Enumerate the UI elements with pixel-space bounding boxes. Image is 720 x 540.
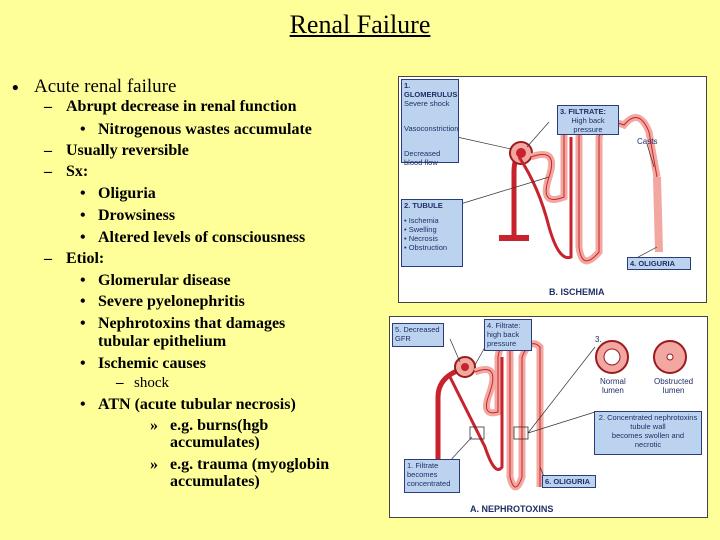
- obstructed-lumen-core: [666, 353, 674, 361]
- pointer-line: [527, 346, 596, 434]
- outline-item: Glomerular disease: [98, 272, 231, 289]
- step-three-label: 3.: [595, 335, 602, 344]
- outline-item: Ischemic causes: [98, 355, 206, 372]
- outline-item: Altered levels of consciousness: [98, 229, 306, 246]
- raquo-mark: »: [150, 417, 158, 434]
- outline-item: tubular epithelium: [98, 333, 227, 350]
- bullet-mark: •: [80, 293, 86, 310]
- bullet-mark: •: [80, 396, 86, 413]
- bullet-mark: •: [80, 229, 86, 246]
- tubule-label: 2. TUBULE • Ischemia • Swelling • Necros…: [401, 199, 463, 267]
- pointer-line: [449, 338, 461, 363]
- dash-mark: –: [44, 142, 52, 159]
- pointer-line: [474, 346, 486, 366]
- outline-item: Severe pyelonephritis: [98, 293, 245, 310]
- dash-mark: –: [44, 163, 52, 180]
- concentrated-nephrotoxins-label: 2. Concentrated nephrotoxins tubule wall…: [594, 411, 702, 455]
- outline-item: Sx:: [66, 163, 89, 180]
- artery-base: [499, 235, 529, 241]
- artery-path: [511, 150, 523, 237]
- outline-item: Etiol:: [66, 250, 105, 267]
- page-title: Renal Failure: [289, 10, 431, 39]
- oliguria-label: 6. OLIGURIA: [542, 475, 596, 488]
- pointer-line: [526, 121, 550, 148]
- glomerulus-label: 1. GLOMERULUS Severe shock Vasoconstrict…: [401, 79, 459, 167]
- glomerulus-core: [461, 363, 469, 371]
- pointer-line: [527, 411, 596, 434]
- nephrotoxins-caption: A. NEPHROTOXINS: [470, 504, 554, 514]
- bullet-mark: •: [80, 355, 86, 372]
- outline-item: Nephrotoxins that damages: [98, 315, 286, 332]
- bullet-mark: •: [80, 272, 86, 289]
- peritubular-vessel: [448, 357, 504, 471]
- bullet-mark: •: [80, 207, 86, 224]
- bullet-mark: •: [80, 315, 86, 332]
- outline-item: accumulates): [170, 473, 260, 490]
- bullet-mark: •: [80, 121, 86, 138]
- filtrate-concentrated-label: 1. Filtrate becomes concentrated: [404, 459, 460, 493]
- pointer-line: [646, 143, 655, 168]
- pointer-line: [456, 136, 512, 150]
- obstructed-lumen-label: Obstructed lumen: [654, 377, 694, 395]
- raquo-mark: »: [150, 456, 158, 473]
- pointer-line: [456, 176, 550, 206]
- glomerulus-core: [516, 148, 526, 158]
- bullet-mark: •: [12, 78, 19, 99]
- filtrate-label: 3. FILTRATE: High back pressure: [557, 105, 619, 135]
- outline-heading: Acute renal failure: [34, 76, 177, 97]
- filtrate-label: 4. Filtrate: high back pressure: [484, 319, 532, 351]
- outline-item: Oliguria: [98, 185, 156, 202]
- dash-mark: –: [116, 375, 124, 391]
- artery-path: [435, 366, 463, 467]
- peritubular-vessel: [517, 137, 573, 260]
- outline-item: Drowsiness: [98, 207, 176, 224]
- nephron-illustration: [456, 114, 663, 265]
- outline-item: shock: [134, 375, 169, 391]
- outline-item: e.g. burns(hgb: [170, 417, 269, 434]
- highlight-box: [469, 426, 485, 440]
- ischemia-diagram: 1. GLOMERULUS Severe shock Vasoconstrict…: [398, 76, 707, 303]
- bullet-mark: •: [80, 185, 86, 202]
- oliguria-label: 4. OLIGURIA: [627, 257, 691, 270]
- outline-item: Usually reversible: [66, 142, 189, 159]
- collecting-duct: [653, 176, 663, 253]
- casts-label: Casts: [637, 137, 658, 146]
- dash-mark: –: [44, 98, 52, 115]
- decreased-gfr-label: 5. Decreased GFR: [392, 323, 444, 347]
- outline-item: Abrupt decrease in renal function: [66, 98, 297, 115]
- dash-mark: –: [44, 250, 52, 267]
- outline-item: e.g. trauma (myoglobin: [170, 456, 330, 473]
- outline-item: ATN (acute tubular necrosis): [98, 396, 296, 413]
- outline-item: Nitrogenous wastes accumulate: [98, 121, 312, 138]
- normal-lumen-label: Normal lumen: [600, 377, 626, 395]
- ischemia-caption: B. ISCHEMIA: [549, 287, 605, 297]
- tubule-path: [473, 340, 544, 491]
- nephrotoxins-diagram: 5. Decreased GFR 4. Filtrate: high back …: [389, 316, 708, 518]
- outline-item: accumulates): [170, 434, 260, 451]
- normal-lumen-core: [603, 348, 621, 366]
